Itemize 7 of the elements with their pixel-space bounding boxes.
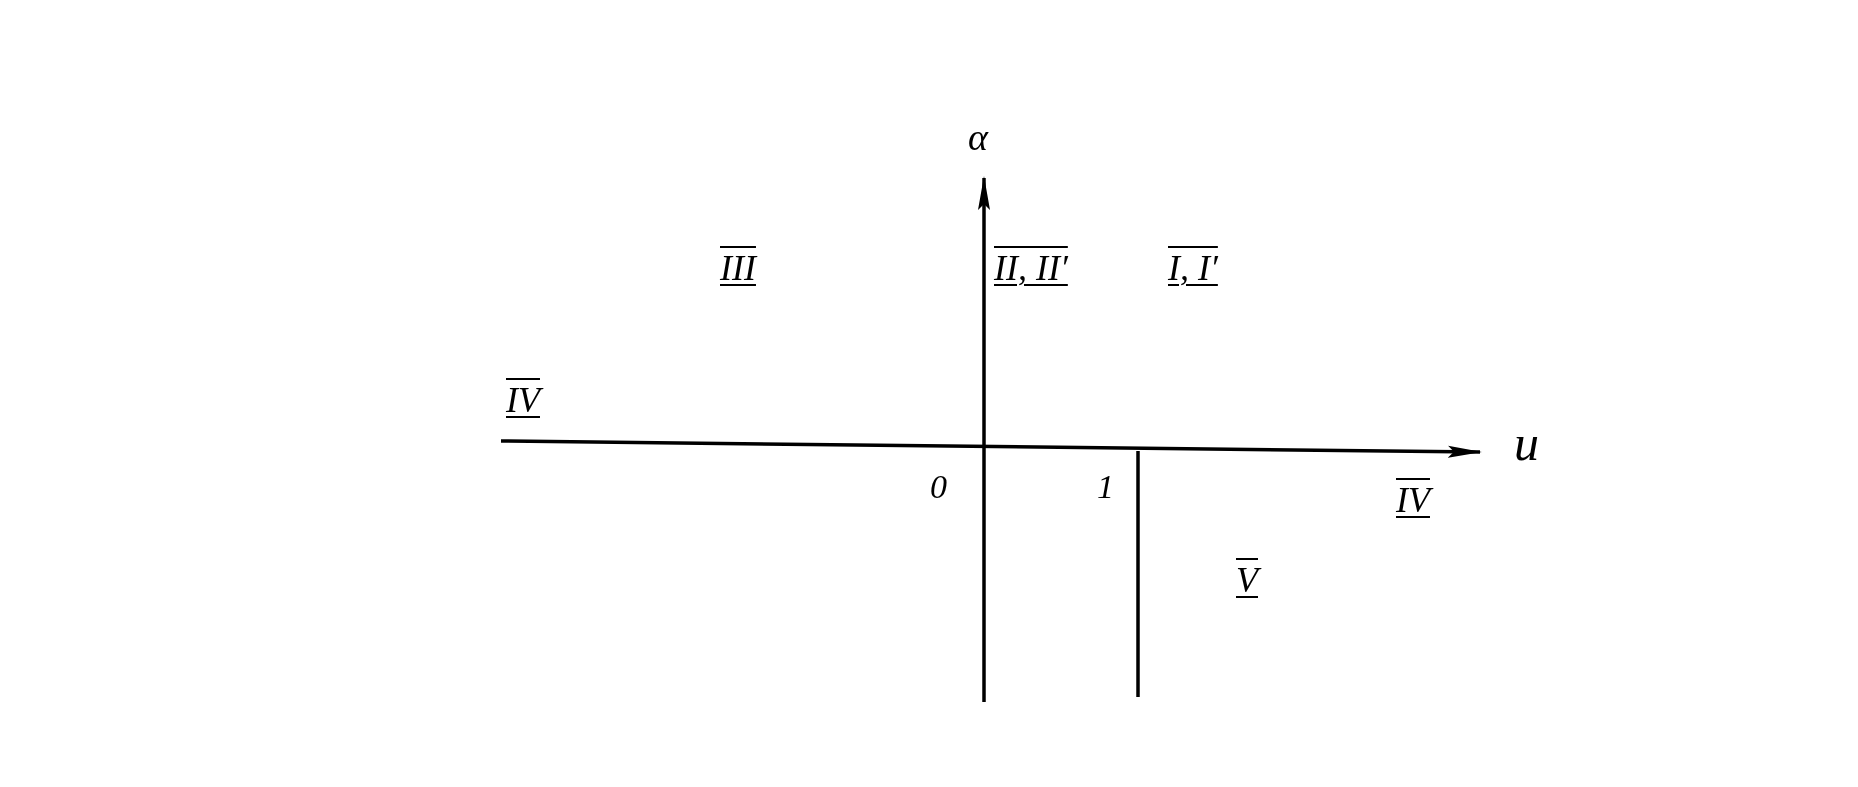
region-label: I, I′ (1168, 250, 1218, 286)
tick-label: 0 (930, 470, 947, 504)
region-label: III (720, 250, 756, 286)
axis-label: α (968, 118, 988, 156)
tick-label: 1 (1097, 470, 1114, 504)
axis-label: u (1514, 418, 1539, 468)
region-label: II, II′ (994, 250, 1068, 286)
